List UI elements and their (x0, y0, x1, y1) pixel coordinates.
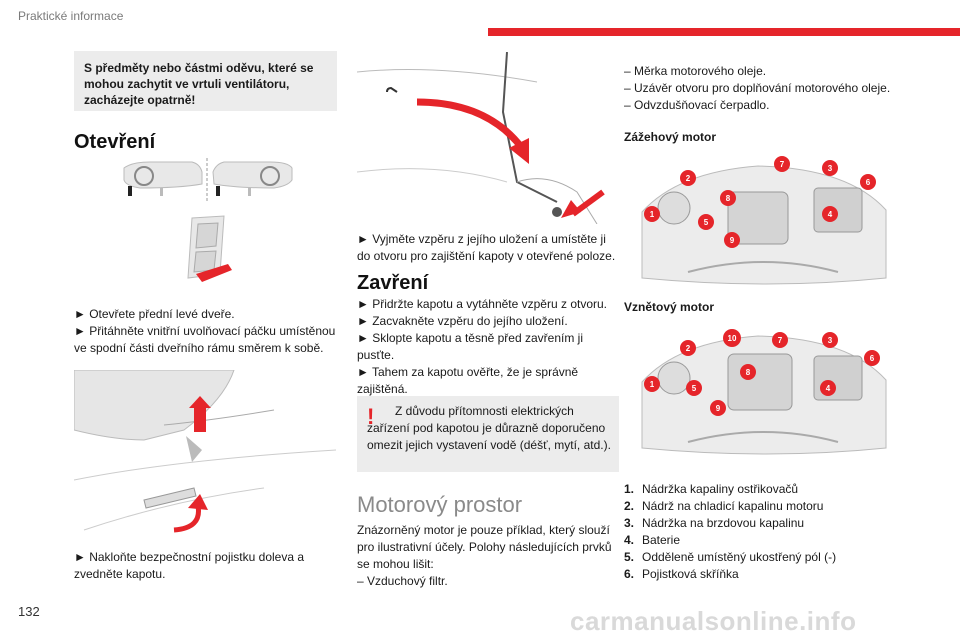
heading-engine: Motorový prostor (357, 492, 523, 517)
petrol-badge-2: 2 (686, 174, 691, 183)
diesel-engine-title: Vznětový motor (624, 300, 715, 314)
petrol-badge-7: 7 (780, 160, 785, 169)
close-step-2: ► Zacvakněte vzpěru do jejího uložení. (357, 314, 568, 328)
header-accent-bar (488, 28, 960, 36)
warning-box: S předměty nebo částmi oděvu, které se m… (74, 51, 337, 111)
legend-item-5: 5.Odděleně umístěný ukostřený pól (-) (624, 550, 837, 564)
legend-item-3: 3.Nádržka na brzdovou kapalinu (624, 516, 805, 530)
petrol-engine-diagram: 1 2 5 8 9 7 3 4 6 (641, 156, 887, 285)
petrol-badge-9: 9 (730, 236, 735, 245)
close-step-4: ► Tahem za kapotu ověřte, že je správně … (357, 365, 579, 396)
diesel-badge-5: 5 (692, 384, 697, 393)
engine-intro: Znázorněný motor je pouze příklad, který… (357, 523, 612, 571)
warning-text: S předměty nebo částmi oděvu, které se m… (84, 61, 314, 107)
water-warning-note: ! Z důvodu přítomnosti elektrických zaří… (357, 396, 619, 472)
diesel-badge-8: 8 (746, 368, 751, 377)
diesel-badge-10: 10 (728, 334, 737, 343)
step-open-doors: ► Otevřete přední levé dveře. (74, 307, 235, 321)
diesel-badge-1: 1 (650, 380, 655, 389)
diesel-badge-9: 9 (716, 404, 721, 413)
close-step-1: ► Přidržte kapotu a vytáhněte vzpěru z o… (357, 297, 608, 311)
engine-item-oil-cap: – Uzávěr otvoru pro doplňování motorovéh… (624, 81, 891, 95)
step-pull-lever: ► Přitáhněte vnitřní uvolňovací páčku um… (74, 324, 336, 355)
legend-item-4: 4.Baterie (624, 533, 681, 547)
diesel-badge-4: 4 (826, 384, 831, 393)
diesel-engine-diagram: 1 2 5 9 8 10 7 3 4 6 (641, 329, 887, 455)
safety-catch-illustration (74, 370, 336, 533)
engine-item-air-filter: – Vzduchový filtr. (357, 574, 448, 588)
petrol-badge-8: 8 (726, 194, 731, 203)
bonnet-strut-illustration (357, 52, 605, 224)
close-step-3: ► Sklopte kapotu a těsně před zavřením j… (357, 331, 583, 362)
section-header: Praktické informace (18, 9, 124, 23)
engine-item-vacuum-pump: – Odvzdušňovací čerpadlo. (624, 98, 770, 112)
release-lever-illustration (187, 215, 232, 282)
petrol-badge-4: 4 (828, 210, 833, 219)
page-number: 132 (18, 604, 40, 619)
legend-item-2: 2.Nádrž na chladicí kapalinu motoru (624, 499, 824, 513)
petrol-badge-6: 6 (866, 178, 871, 187)
step-safety-catch: ► Nakloňte bezpečnostní pojistku doleva … (74, 550, 305, 581)
diesel-badge-7: 7 (778, 336, 783, 345)
engine-item-dipstick: – Měrka motorového oleje. (624, 64, 767, 78)
diesel-badge-2: 2 (686, 344, 691, 353)
warning-exclamation-icon: ! (367, 404, 375, 429)
note-text: Z důvodu přítomnosti elektrických zaříze… (367, 404, 611, 452)
petrol-badge-1: 1 (650, 210, 655, 219)
strut-instruction: ► Vyjměte vzpěru z jejího uložení a umís… (357, 232, 616, 263)
petrol-badge-5: 5 (704, 218, 709, 227)
watermark: carmanualsonline.info (570, 606, 857, 636)
door-illustration (123, 158, 293, 202)
legend-item-6: 6.Pojistková skříňka (624, 567, 739, 581)
heading-close: Zavření (357, 272, 429, 294)
legend-item-1: 1.Nádržka kapaliny ostřikovačů (624, 482, 799, 496)
diesel-badge-6: 6 (870, 354, 875, 363)
petrol-badge-3: 3 (828, 164, 833, 173)
petrol-engine-title: Zážehový motor (624, 130, 717, 144)
diesel-badge-3: 3 (828, 336, 833, 345)
heading-open: Otevření (74, 131, 156, 153)
